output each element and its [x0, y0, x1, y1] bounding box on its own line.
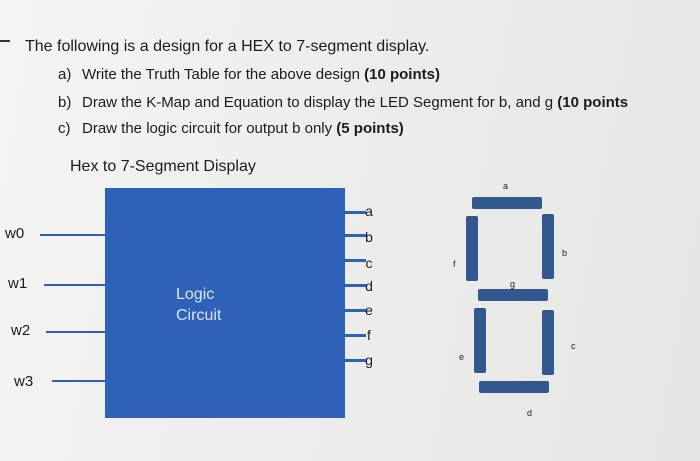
input-line-w2 — [46, 331, 106, 333]
item-marker: c) — [58, 120, 71, 137]
item-text: Write the Truth Table for the above desi… — [82, 66, 365, 83]
item-points: (5 points) — [336, 120, 404, 137]
margin-mark — [0, 40, 10, 42]
block-label-line1: Logic — [176, 286, 215, 303]
segment-label-g: g — [510, 279, 516, 289]
output-line-f — [321, 334, 366, 337]
question-item-b: b) Draw the K-Map and Equation to display… — [58, 94, 628, 111]
item-points: (10 points) — [364, 66, 440, 83]
input-line-w1 — [44, 284, 106, 286]
segment-label-f: f — [453, 259, 456, 269]
output-line-e — [321, 309, 366, 312]
output-label-b: b — [365, 229, 373, 245]
segment-d — [479, 381, 549, 393]
item-marker: a) — [58, 66, 72, 83]
output-label-f: f — [367, 327, 371, 343]
segment-f — [466, 216, 478, 281]
segment-label-c: c — [571, 341, 576, 351]
block-label-line2: Circuit — [176, 307, 222, 324]
logic-circuit-block — [105, 188, 345, 418]
segment-g — [478, 289, 548, 301]
segment-a — [472, 197, 542, 209]
input-label-w3: w3 — [14, 373, 34, 390]
input-label-w2: w2 — [11, 322, 31, 339]
output-label-e: e — [365, 302, 373, 318]
output-line-a — [321, 211, 366, 214]
segment-label-a: a — [503, 181, 509, 191]
input-label-w1: w1 — [8, 275, 28, 292]
segment-b — [542, 214, 554, 279]
output-line-d — [321, 284, 366, 287]
item-marker: b) — [58, 94, 72, 111]
figure-title: Hex to 7-Segment Display — [70, 158, 256, 175]
output-line-c — [321, 259, 366, 262]
input-line-w3 — [52, 380, 106, 382]
input-label-w0: w0 — [5, 225, 25, 242]
output-label-d: d — [365, 278, 373, 294]
question-item-c: c) Draw the logic circuit for output b on… — [58, 120, 404, 137]
output-line-b — [321, 234, 366, 237]
output-label-g: g — [365, 352, 373, 368]
output-label-c: c — [365, 255, 373, 271]
input-line-w0 — [40, 234, 106, 236]
item-points: (10 points — [557, 94, 629, 111]
logic-circuit-label: Logic Circuit — [176, 284, 221, 326]
output-label-a: a — [365, 203, 373, 219]
question-intro: The following is a design for a HEX to 7… — [25, 38, 430, 55]
segment-label-e: e — [459, 352, 465, 362]
question-item-a: a) Write the Truth Table for the above de… — [58, 66, 440, 83]
output-line-g — [321, 359, 366, 362]
segment-c — [542, 310, 554, 375]
segment-label-d: d — [527, 408, 533, 418]
segment-e — [474, 308, 486, 373]
item-text: Draw the logic circuit for output b only — [82, 120, 337, 137]
item-text: Draw the K-Map and Equation to display t… — [82, 94, 558, 111]
segment-label-b: b — [562, 248, 568, 258]
